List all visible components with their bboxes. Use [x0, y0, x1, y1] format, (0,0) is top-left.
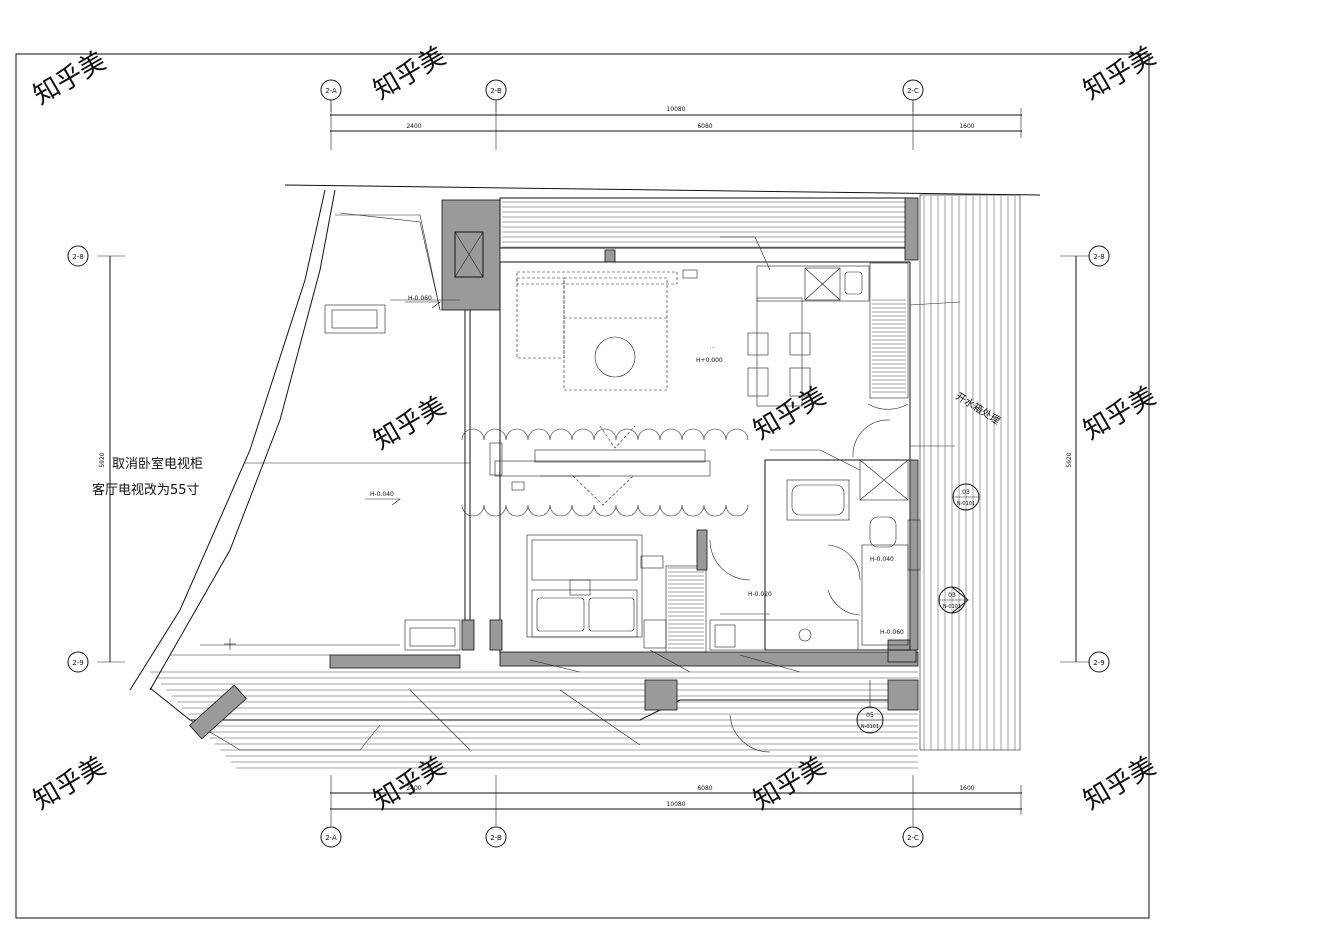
section-tags: 03 N-0101 03 N-0101 05 N-0101	[856, 483, 980, 734]
watermark: 知乎美	[369, 391, 452, 456]
watermark: 知乎美	[29, 46, 112, 111]
grid-label-left-8: 2-8	[72, 253, 83, 261]
grid-label-top-a: 2-A	[325, 87, 337, 95]
living-room: ··· H+0.000	[516, 269, 811, 407]
dim-seg-b-bottom: 6080	[697, 785, 712, 792]
grid-label-top-c: 2-C	[907, 87, 919, 95]
right-deck	[919, 194, 1021, 751]
note-side: 开水箱处理	[953, 390, 1002, 428]
grid-bubbles-bottom: 2-A 2-B 2-C	[320, 826, 924, 848]
level-bath: H-0.020	[748, 591, 772, 598]
drawing-frame	[15, 53, 1150, 919]
bottom-dimensions: 2400 6080 1600 10080	[330, 775, 1022, 826]
grid-label-right-9: 2-9	[1093, 659, 1104, 667]
kitchen	[756, 262, 909, 458]
level-living: H+0.000	[696, 357, 723, 364]
design-notes: 取消卧室电视柜 客厅电视改为55寸 开水箱处理	[92, 390, 1003, 498]
grid-label-top-b: 2-B	[490, 87, 502, 95]
level-wc: H-0.040	[870, 556, 894, 563]
grid-label-bottom-b: 2-B	[490, 834, 502, 842]
apartment-walls	[329, 261, 919, 669]
tag2-top: 03	[948, 592, 956, 599]
level-garden-mid: H-0.040	[370, 491, 394, 498]
level-bottom-right: H-0.060	[880, 629, 904, 636]
dim-total: 10080	[666, 106, 685, 113]
tag1-bottom: N-0101	[957, 501, 975, 507]
tag1-top: 03	[962, 489, 970, 496]
level-garden-top: H-0.060	[408, 295, 432, 302]
grid-label-right-8: 2-8	[1093, 253, 1104, 261]
garden-levels: H-0.060 H-0.040	[365, 295, 441, 506]
left-garden	[129, 189, 470, 691]
tag3-top: 05	[866, 712, 874, 719]
top-balcony	[284, 184, 1041, 311]
grid-label-bottom-c: 2-C	[907, 834, 919, 842]
tag2-bottom: N-0101	[943, 604, 961, 610]
watermark: 知乎美	[369, 751, 452, 816]
note-line1: 取消卧室电视柜	[112, 456, 203, 472]
grid-bubbles-sides: 2-8 2-9 2-8 2-9	[67, 245, 1110, 673]
dim-height-right: 5920	[1066, 452, 1073, 467]
dim-height-left: 5920	[99, 452, 106, 467]
leader-lines	[245, 236, 961, 673]
dim-seg-c-bottom: 1600	[959, 785, 974, 792]
note-line2: 客厅电视改为55寸	[92, 482, 200, 498]
bottom-deck	[149, 671, 919, 769]
grid-bubbles-top: 2-A 2-B 2-C	[320, 79, 924, 112]
dim-seg-a-bottom: 2400	[406, 785, 421, 792]
top-dimensions: 10080 2400 6080 1600	[330, 102, 1022, 150]
watermark: 知乎美	[749, 751, 832, 816]
tag3-bottom: N-0101	[861, 724, 879, 730]
watermark: 知乎美	[369, 41, 452, 106]
grid-label-left-9: 2-9	[72, 659, 83, 667]
dim-total-bottom: 10080	[666, 801, 685, 808]
dim-seg-b: 6080	[697, 123, 712, 130]
dim-seg-c: 1600	[959, 123, 974, 130]
watermarks: 知乎美 知乎美 知乎美 知乎美 知乎美 知乎美 知乎美 知乎美 知乎美 知乎美	[29, 41, 1162, 816]
living-label: ···	[710, 345, 715, 351]
watermark: 知乎美	[29, 751, 112, 816]
side-dimensions: 5920 5920	[97, 255, 1090, 663]
bathroom: H-0.020 H-0.040 H-0.060	[709, 459, 921, 651]
bedroom	[526, 529, 751, 653]
dim-seg-a: 2400	[406, 123, 421, 130]
divider-screen	[461, 425, 749, 517]
grid-label-bottom-a: 2-A	[325, 834, 337, 842]
